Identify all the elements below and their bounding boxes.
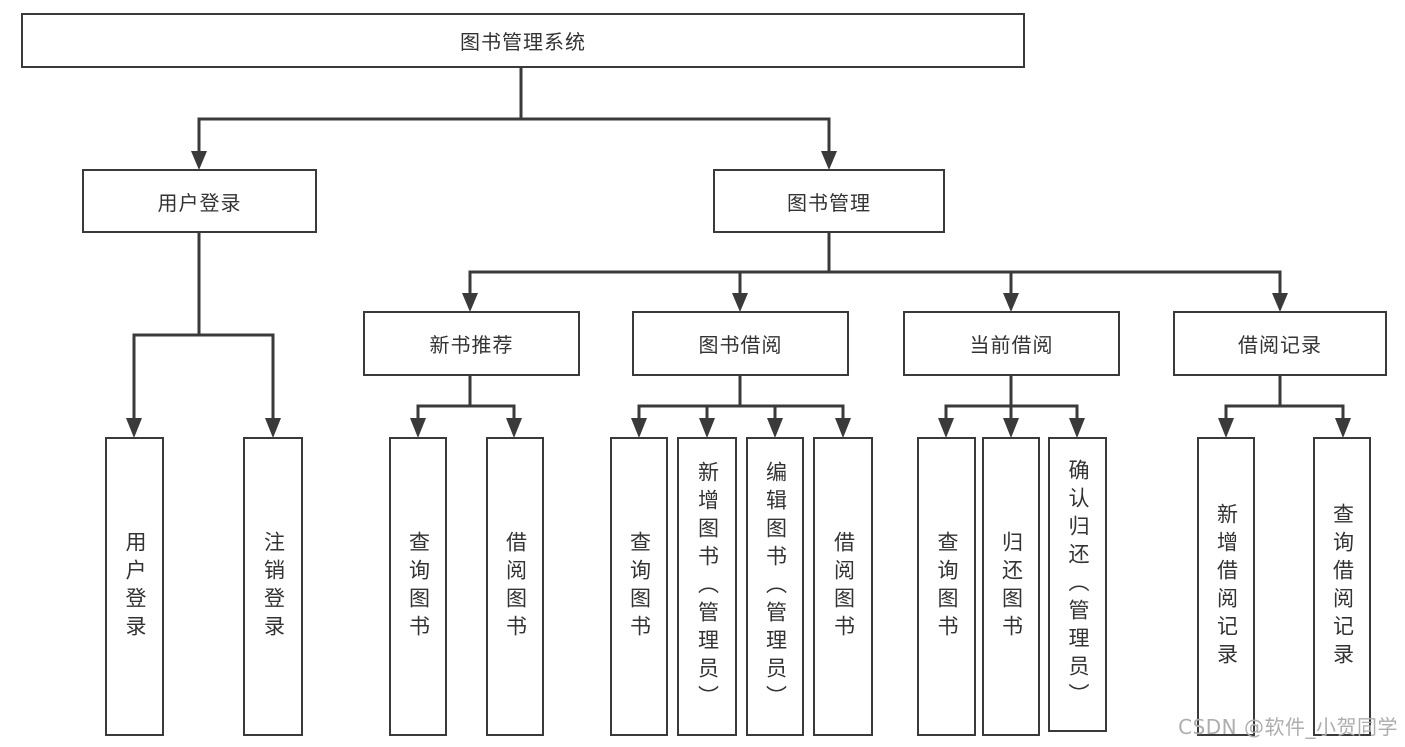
arrow-to-user-login xyxy=(191,151,207,170)
node-query-book-1: 查询图书 xyxy=(389,437,447,736)
node-query-book-2: 查询图书 xyxy=(610,437,668,736)
arrow-to-user-login-sub xyxy=(126,418,142,438)
arrow-to-query-book-1 xyxy=(410,418,426,438)
wire-book-management-children xyxy=(468,231,1282,299)
arrow-to-book-management xyxy=(821,151,837,170)
wire-borrow-records-children xyxy=(1224,374,1345,425)
node-confirm-return-admin: 确认归还（管理员） xyxy=(1048,437,1107,732)
csdn-watermark: CSDN @软件_小贺同学 xyxy=(1178,715,1398,739)
wire-root-to-level2 xyxy=(197,65,831,157)
arrow-to-add-book xyxy=(699,418,715,438)
node-add-borrow-record: 新增借阅记录 xyxy=(1197,437,1255,736)
arrow-to-add-record xyxy=(1218,418,1234,438)
arrow-to-edit-book xyxy=(767,418,783,438)
arrow-to-query-book-3 xyxy=(938,418,954,438)
arrow-to-borrow-records xyxy=(1272,293,1288,312)
wire-book-borrow-children xyxy=(637,374,845,425)
node-book-borrow: 图书借阅 xyxy=(632,311,849,376)
arrowheads xyxy=(126,151,1351,438)
node-current-borrow: 当前借阅 xyxy=(903,311,1120,376)
node-query-borrow-record: 查询借阅记录 xyxy=(1313,437,1371,736)
node-new-book-recommend: 新书推荐 xyxy=(363,311,580,376)
node-user-login: 用户登录 xyxy=(82,169,317,233)
arrow-to-borrow-book-1 xyxy=(506,418,522,438)
node-borrow-book-1: 借阅图书 xyxy=(486,437,544,736)
node-library-management-system: 图书管理系统 xyxy=(21,13,1025,68)
wire-new-book-children xyxy=(416,374,516,425)
arrow-to-confirm-return xyxy=(1069,418,1085,438)
node-query-book-3: 查询图书 xyxy=(917,437,976,736)
wire-user-login-children xyxy=(132,231,275,425)
node-borrow-records: 借阅记录 xyxy=(1173,311,1387,376)
node-book-management: 图书管理 xyxy=(713,169,945,233)
node-add-book-admin: 新增图书（管理员） xyxy=(677,437,737,736)
arrow-to-borrow-book-2 xyxy=(835,418,851,438)
node-borrow-book-2: 借阅图书 xyxy=(813,437,873,736)
arrow-to-book-borrow xyxy=(732,293,748,312)
arrow-to-query-book-2 xyxy=(631,418,647,438)
arrow-to-query-record xyxy=(1335,418,1351,438)
arrow-to-new-book xyxy=(462,293,478,312)
node-return-book: 归还图书 xyxy=(982,437,1040,736)
node-logout: 注销登录 xyxy=(243,437,303,736)
arrow-to-logout xyxy=(265,418,281,438)
node-user-login-sub: 用户登录 xyxy=(105,437,164,736)
arrow-to-return-book xyxy=(1003,418,1019,438)
arrow-to-current-borrow xyxy=(1003,293,1019,312)
node-edit-book-admin: 编辑图书（管理员） xyxy=(746,437,804,736)
wire-current-borrow-children xyxy=(944,374,1079,425)
